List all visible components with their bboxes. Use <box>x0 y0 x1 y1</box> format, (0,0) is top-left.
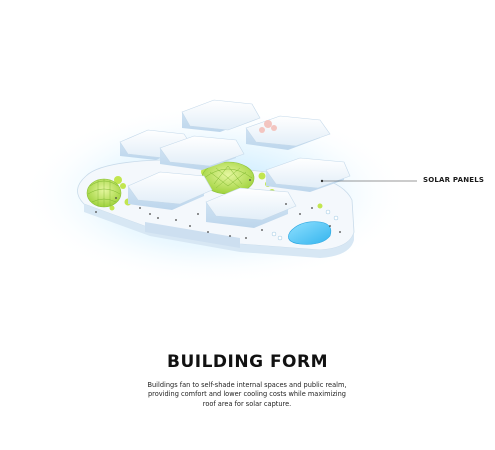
hex-building-front <box>205 187 297 228</box>
pool <box>288 221 332 245</box>
accent-trees <box>259 120 277 133</box>
page-title: BUILDING FORM <box>166 352 329 372</box>
umbrellas <box>271 209 339 241</box>
hex-building-mid-center <box>159 135 245 170</box>
hex-building-mid-left <box>127 171 213 210</box>
solar-panels-leader-dot <box>320 179 324 183</box>
hex-building-mid-right <box>265 157 351 192</box>
hex-building-back-center <box>181 99 261 132</box>
building-form-diagram <box>20 99 417 285</box>
solar-panels-label: SOLAR PANELS <box>423 176 485 184</box>
green-dome-left <box>86 178 122 208</box>
people <box>95 179 341 239</box>
description-caption: Buildings fan to self-shade internal spa… <box>147 381 347 408</box>
